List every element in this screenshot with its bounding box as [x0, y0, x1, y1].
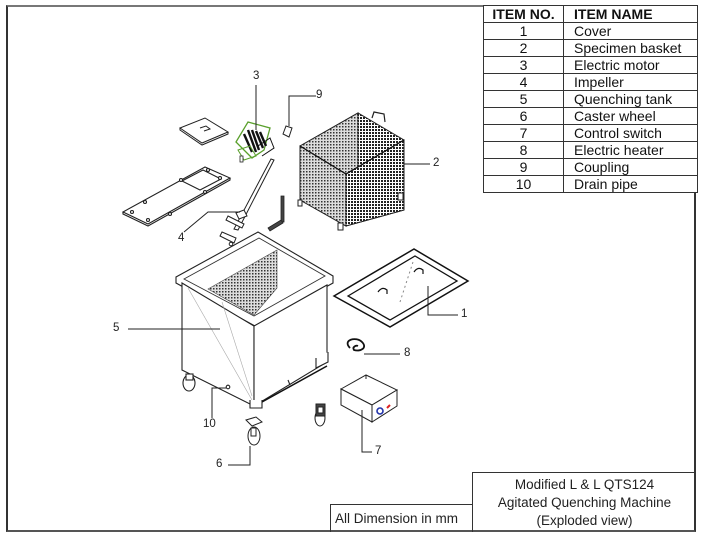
- coupling: [282, 125, 293, 138]
- item-no: 5: [483, 90, 564, 108]
- item-name: Coupling: [563, 158, 698, 176]
- title-block: Modified L & L QTS124 Agitated Quenching…: [472, 472, 696, 532]
- callout-9: 9: [316, 89, 323, 101]
- callout-5: 5: [113, 322, 120, 334]
- item-name: Caster wheel: [563, 107, 698, 125]
- item-name: Impeller: [563, 73, 698, 91]
- item-no: 4: [483, 73, 564, 91]
- specimen-basket: [297, 111, 405, 231]
- item-name: Electric heater: [563, 141, 698, 159]
- drawing-title-line1: Modified L & L QTS124: [514, 477, 655, 492]
- item-no: 6: [483, 107, 564, 125]
- drawing-title-line3: (Exploded view): [536, 513, 633, 528]
- item-no: 9: [483, 158, 564, 176]
- item-name: Quenching tank: [563, 90, 698, 108]
- callout-3: 3: [253, 70, 260, 82]
- cover: [332, 248, 470, 328]
- quenching-tank: [175, 231, 334, 409]
- item-name: Cover: [563, 22, 698, 40]
- header-item-name: ITEM NAME: [563, 5, 698, 23]
- caster-wheel-rear: [314, 403, 326, 427]
- callout-7: 7: [375, 445, 382, 457]
- caster-wheel-front: [245, 416, 263, 446]
- callout-1: 1: [461, 308, 468, 320]
- header-item-no: ITEM NO.: [483, 5, 564, 23]
- callout-6: 6: [216, 458, 223, 470]
- item-name: Control switch: [563, 124, 698, 142]
- item-no: 1: [483, 22, 564, 40]
- item-no: 8: [483, 141, 564, 159]
- item-name: Electric motor: [563, 56, 698, 74]
- drawing-title-line2: Agitated Quenching Machine: [497, 495, 672, 510]
- table-header-row: ITEM NO. ITEM NAME: [483, 5, 698, 23]
- electric-motor: [235, 121, 275, 163]
- callout-2: 2: [433, 157, 440, 169]
- callout-4: 4: [178, 232, 185, 244]
- impeller: [219, 158, 275, 247]
- item-no: 2: [483, 39, 564, 57]
- item-no: 7: [483, 124, 564, 142]
- item-no: 3: [483, 56, 564, 74]
- leader-lines: [128, 85, 458, 466]
- dimension-note: All Dimension in mm: [330, 504, 472, 532]
- motor-bracket-plate: [178, 117, 230, 146]
- top-mounting-plate: [121, 166, 232, 227]
- callout-10: 10: [203, 418, 216, 430]
- control-switch-box: [339, 374, 399, 423]
- electric-heater: [346, 338, 365, 352]
- item-name: Specimen basket: [563, 39, 698, 57]
- l-shaped-rod: [267, 195, 285, 232]
- sheet-border: [6, 5, 696, 532]
- callout-8: 8: [404, 347, 411, 359]
- item-no: 10: [483, 175, 564, 193]
- item-name: Drain pipe: [563, 175, 698, 193]
